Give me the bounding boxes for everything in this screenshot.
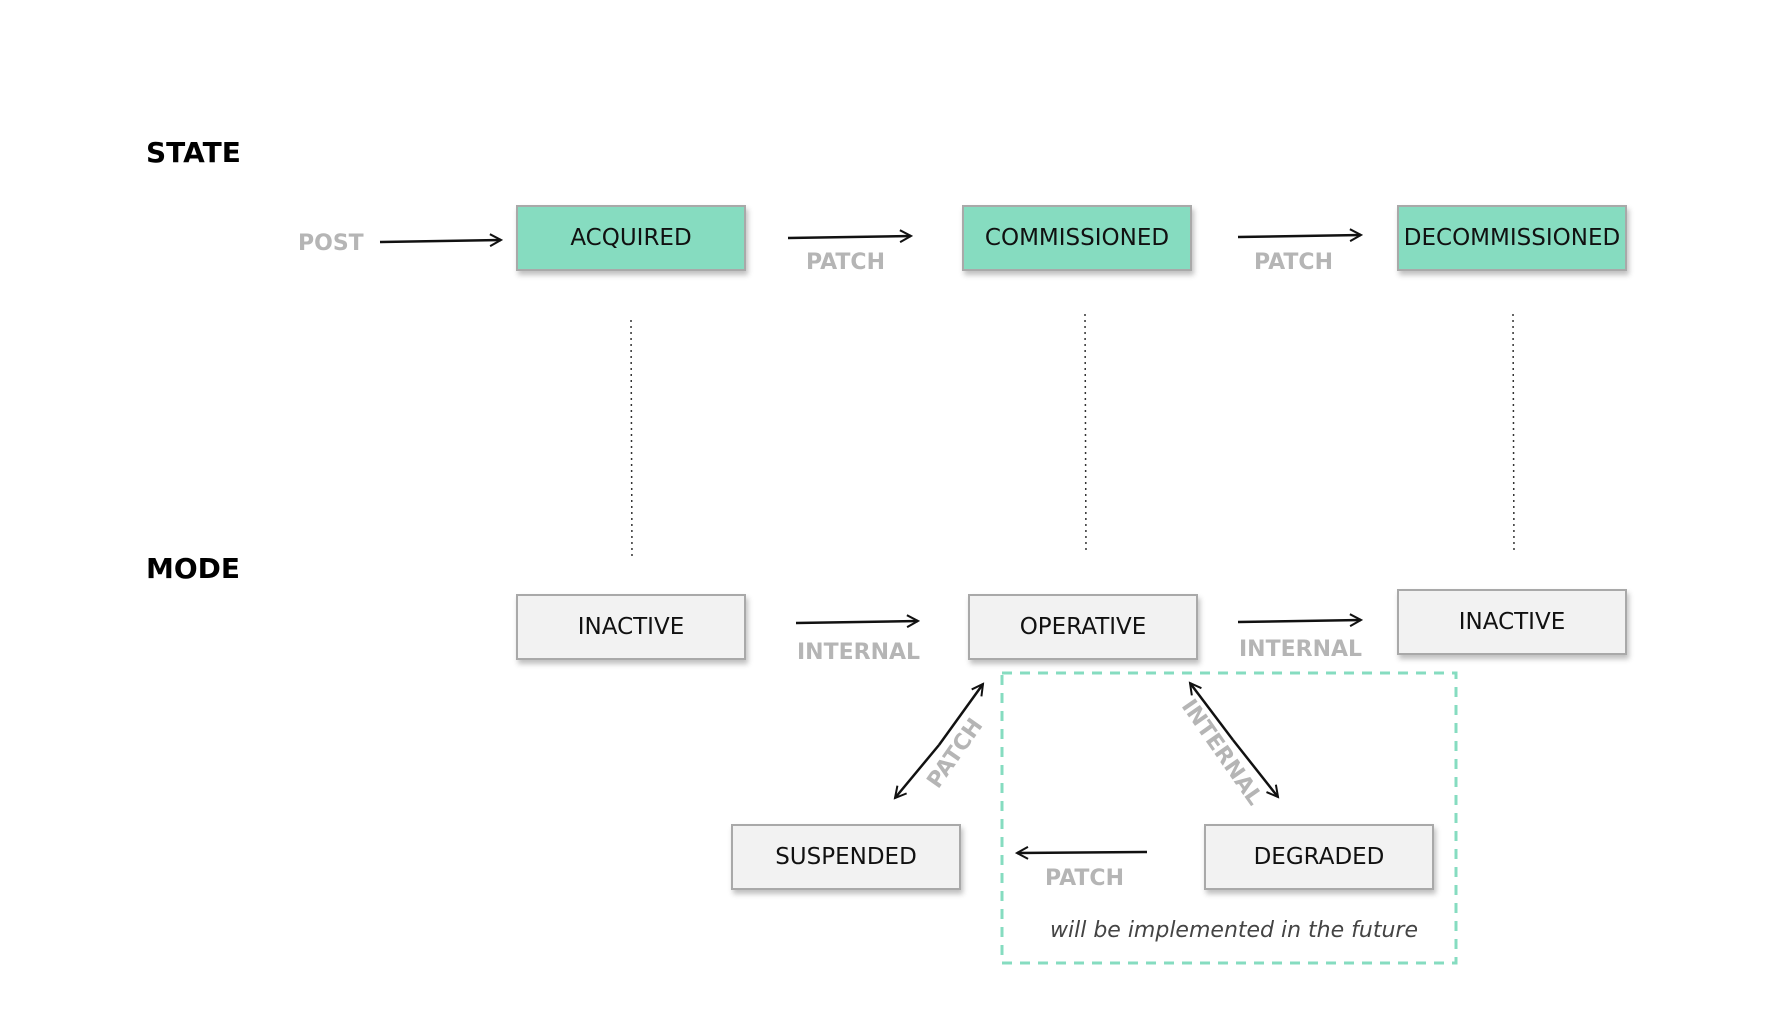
future-region [1000,671,1458,965]
node-decommissioned: DECOMMISSIONED [1397,205,1627,271]
node-suspended: SUSPENDED [731,824,961,890]
node-acquired: ACQUIRED [516,205,746,271]
arrow-degraded-suspended [1017,852,1148,853]
arrow-suspended-operative [937,684,983,746]
arrow-operative-degraded [1232,739,1278,797]
connector-commissioned-operative [1084,313,1087,555]
arrow-acquired-commissioned [787,236,911,238]
state-section-label: STATE [146,136,241,169]
node-operative: OPERATIVE [968,594,1198,660]
edge-label-inactive-operative: INTERNAL [797,640,921,665]
connector-decommissioned-inactive [1512,313,1515,555]
arrow-commissioned-decommissioned [1237,235,1361,237]
arrow-operative-inactive [1237,620,1361,622]
arrow-post [379,240,501,242]
edge-label-commissioned-decommissioned: PATCH [1254,250,1333,275]
arrow-operative-suspended [895,744,940,798]
arrow-inactive-operative [795,621,918,623]
future-note: will be implemented in the future [1050,918,1418,943]
node-inactive-initial: INACTIVE [516,594,746,660]
node-degraded: DEGRADED [1204,824,1434,890]
node-inactive-final: INACTIVE [1397,589,1627,655]
edge-label-acquired-commissioned: PATCH [806,250,885,275]
edge-label-post: POST [298,231,364,256]
edge-label-degraded-suspended: PATCH [1045,866,1124,891]
node-commissioned: COMMISSIONED [962,205,1192,271]
connector-acquired-inactive [630,319,633,561]
arrow-degraded-operative [1190,683,1234,741]
mode-section-label: MODE [146,552,241,585]
edge-label-operative-inactive: INTERNAL [1239,637,1363,662]
